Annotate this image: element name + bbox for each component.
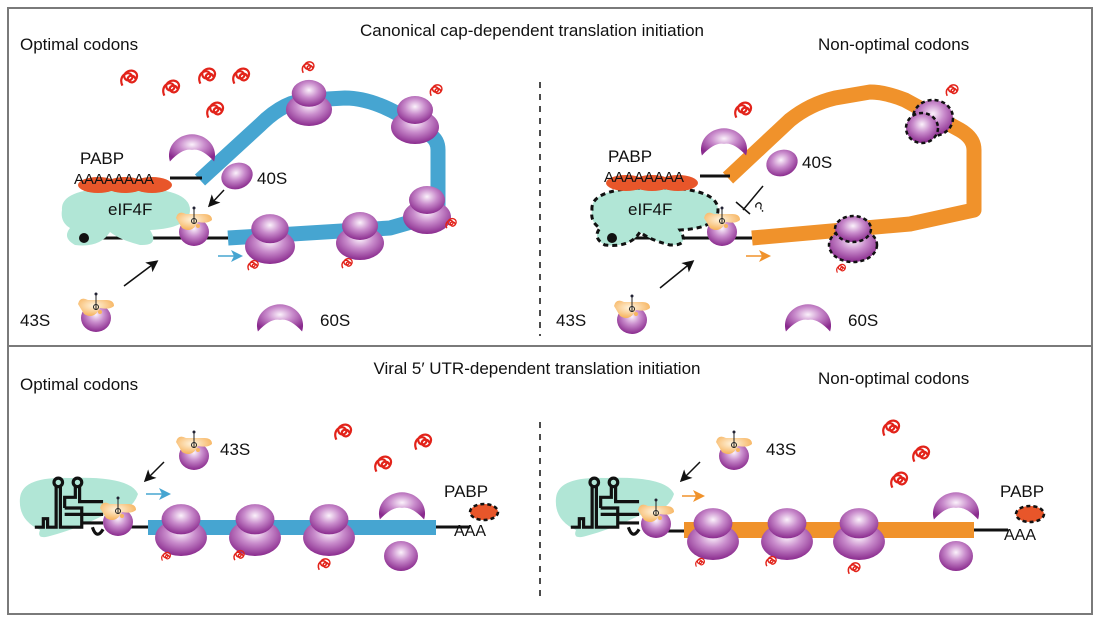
- ribosome-80s: [285, 79, 333, 126]
- top-left-heading: Optimal codons: [20, 35, 138, 54]
- bottom-panel-title: Viral 5′ UTR-dependent translation initi…: [373, 359, 700, 378]
- stalled-ribosome: [827, 214, 879, 264]
- peptide-icon: [232, 67, 251, 85]
- polya-tail: AAAAAAAA: [74, 171, 154, 188]
- top-left-scene: eIF4F PABP AAAAAAAA 40S 43S 60S: [20, 60, 458, 333]
- ribosome-80s: [155, 504, 207, 556]
- nonoptimal-mrna: [722, 84, 982, 246]
- polya-tail: AAAAAAAA: [604, 169, 684, 186]
- optimal-mrna: [148, 520, 436, 535]
- question-mark: ?: [752, 199, 769, 217]
- subunit-40s: [221, 162, 253, 190]
- bottom-right-heading: Non-optimal codons: [818, 369, 969, 388]
- subunit-40s: [766, 149, 798, 177]
- subunit-60s: [256, 304, 304, 332]
- ribosome-80s: [761, 508, 813, 560]
- pabp-label: PABP: [80, 149, 124, 168]
- eif4f-label: eIF4F: [628, 200, 672, 219]
- polya-tail: AAA: [454, 523, 486, 540]
- eif4f-label: eIF4F: [108, 200, 152, 219]
- inhibition-line: [742, 185, 764, 211]
- ribosome-80s: [245, 214, 295, 264]
- ribosome-80s: [303, 504, 355, 556]
- pabp-label: PABP: [1000, 482, 1044, 501]
- cap-icon: [79, 233, 89, 243]
- label-43s: 43S: [20, 311, 50, 330]
- label-60s: 60S: [320, 311, 350, 330]
- nonoptimal-mrna: [684, 522, 974, 538]
- ribosome-80s: [833, 508, 885, 560]
- top-right-heading: Non-optimal codons: [818, 35, 969, 54]
- ribosome-80s: [391, 96, 439, 144]
- peptide-icon: [198, 67, 217, 85]
- subunit-60s: [378, 492, 426, 520]
- subunit-60s: [700, 128, 748, 156]
- stalled-ribosome: [904, 98, 955, 145]
- ribosome-80s: [336, 212, 384, 260]
- label-43s: 43S: [220, 440, 250, 459]
- peptide-icon: [206, 101, 225, 119]
- label-40s: 40S: [257, 169, 287, 188]
- complex-43s: [175, 430, 213, 471]
- polya-tail: AAA: [1004, 527, 1036, 544]
- pabp-detached: [1014, 504, 1046, 524]
- ribosome-80s: [229, 504, 281, 556]
- bottom-panel-frame: [7, 345, 1093, 615]
- subunit-60s: [932, 492, 980, 520]
- label-43s: 43S: [766, 440, 796, 459]
- pabp-detached: [468, 502, 500, 522]
- peptide-icon: [120, 69, 139, 87]
- pabp-label: PABP: [608, 147, 652, 166]
- peptide-icon: [162, 79, 181, 97]
- bottom-left-heading: Optimal codons: [20, 375, 138, 394]
- bottom-right-scene: 43S PABP AAA: [555, 419, 1046, 576]
- label-43s: 43S: [556, 311, 586, 330]
- peptide-icon: [734, 101, 753, 119]
- complex-43s: [77, 292, 115, 333]
- pabp-label: PABP: [444, 482, 488, 501]
- label-40s: 40S: [802, 153, 832, 172]
- label-60s: 60S: [848, 311, 878, 330]
- subunit-60s: [168, 134, 216, 162]
- subunit-40s: [939, 541, 973, 571]
- subunit-60s: [784, 304, 832, 332]
- bottom-left-scene: 43S PABP AAA: [19, 423, 500, 572]
- top-panel-title: Canonical cap-dependent translation init…: [360, 21, 704, 40]
- ribosome-80s: [687, 508, 739, 560]
- complex-43s: [715, 430, 753, 471]
- subunit-40s: [384, 541, 418, 571]
- eif4f-complex: [61, 187, 190, 246]
- top-right-scene: eIF4F PABP AAAAAAAA 40S ? 43S 60S: [556, 83, 982, 335]
